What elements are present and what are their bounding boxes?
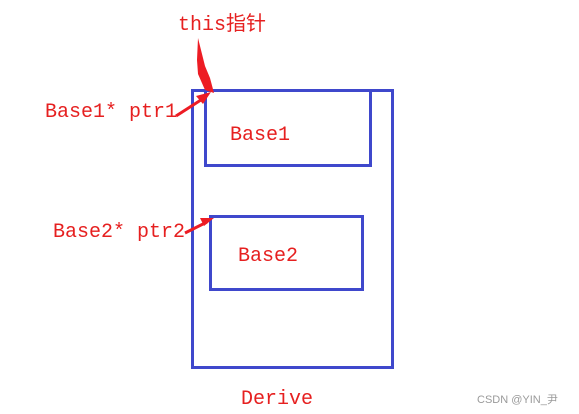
- watermark: CSDN @YIN_尹: [477, 394, 558, 406]
- this-pointer-label: this指针: [178, 14, 267, 37]
- base2-pointer-label: Base2* ptr2: [53, 221, 186, 244]
- this-pointer-arrow: [197, 38, 214, 93]
- base2-box: [209, 215, 364, 291]
- derive-label: Derive: [241, 388, 314, 411]
- base1-box: [204, 89, 372, 167]
- base1-pointer-label: Base1* ptr1: [45, 101, 178, 124]
- base2-label: Base2: [238, 245, 299, 268]
- base1-label: Base1: [230, 124, 291, 147]
